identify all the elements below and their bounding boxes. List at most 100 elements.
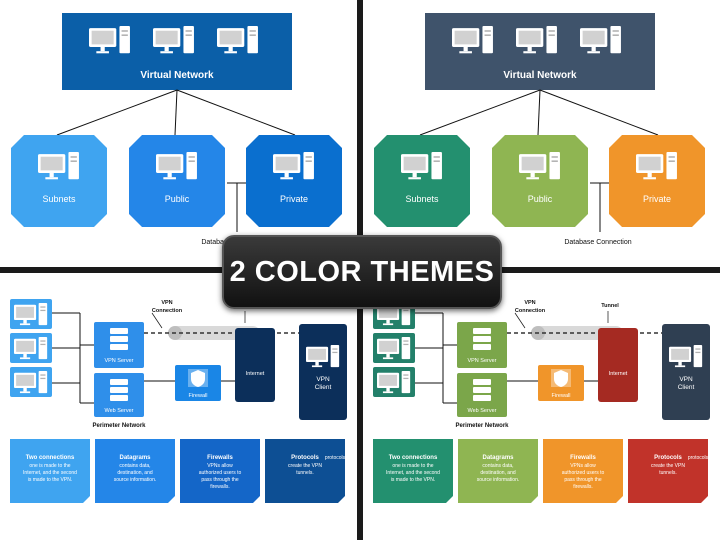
network-label-subnets: Subnets (405, 194, 439, 204)
tower (303, 152, 314, 180)
monitor-base (163, 177, 176, 180)
monitor-base (643, 177, 656, 180)
monitor-base (19, 323, 31, 326)
monitor-base (96, 51, 109, 54)
monitor-screen (377, 372, 400, 388)
monitor-screen (14, 372, 37, 388)
vpn-client-box (299, 324, 347, 420)
monitor-base (45, 177, 58, 180)
computer-icon (519, 152, 560, 180)
monitor-base (19, 357, 31, 360)
vpn-server-label: VPN Server (104, 358, 133, 364)
firewall-label: Firewall (552, 393, 571, 399)
network-label-public: Public (165, 194, 190, 204)
card-text: create the VPN (288, 463, 322, 469)
monitor-neck (315, 362, 319, 366)
monitor-neck (678, 362, 682, 366)
tower-slot (332, 348, 338, 350)
card-text: source information. (114, 477, 157, 483)
info-card-2 (458, 439, 538, 503)
card-text: tunnels. (296, 470, 314, 476)
network-box-private (246, 135, 342, 227)
tower-slot (695, 351, 701, 354)
tower-slot (433, 160, 440, 162)
connector-line (539, 89, 659, 136)
card-text: create the VPN (651, 463, 685, 469)
tower-slot (188, 156, 195, 158)
card-text: firewalls. (210, 484, 229, 490)
tower (330, 345, 340, 368)
connector-line (419, 89, 541, 136)
tower (401, 371, 411, 394)
computer-icon (156, 152, 197, 180)
monitor-neck (284, 173, 289, 178)
card-title: Firewalls (207, 455, 233, 461)
vpn-server-label: VPN Server (467, 358, 496, 364)
server-rack-icon (110, 328, 128, 334)
server-rack-icon (110, 344, 128, 350)
computer-icon (669, 345, 703, 368)
tower (247, 26, 258, 54)
tower-slot (403, 340, 409, 342)
internet-label: Internet (246, 371, 265, 377)
pointer-line (151, 312, 163, 329)
server-rack-icon (473, 344, 491, 350)
network-box-public (492, 135, 588, 227)
network-label-private: Private (280, 194, 308, 204)
tower-slot (305, 160, 312, 162)
monitor-inner (155, 30, 178, 45)
info-card-1 (373, 439, 453, 503)
tower-slot (40, 309, 46, 312)
vpn-connection-label: VPN (161, 300, 172, 306)
card-title: Protocols (654, 455, 682, 461)
monitor-screen (519, 154, 547, 173)
card-text: contains data, (482, 463, 513, 469)
connector-line (174, 89, 178, 136)
tower-slot (612, 34, 619, 36)
tower-slot (40, 377, 46, 380)
monitor-base (382, 391, 394, 394)
card-text: Internet, and the second (386, 470, 440, 476)
database-connection-label: Database Connection (564, 239, 631, 246)
monitor-neck (412, 173, 417, 178)
monitor-base (526, 177, 539, 180)
card-text: is made to the VPN. (391, 477, 435, 483)
computer-icon (452, 26, 493, 54)
vpn-connection-label: VPN (524, 300, 535, 306)
card-text: VPNs allow (207, 463, 233, 469)
vpn-client-label: VPN (679, 376, 693, 383)
monitor-screen (89, 28, 117, 47)
monitor-neck (23, 388, 27, 392)
monitor-base (382, 323, 394, 326)
tower-slot (551, 160, 558, 162)
monitor-base (587, 51, 600, 54)
tower-slot (188, 160, 195, 162)
perimeter-network-label: Perimeter Network (455, 423, 509, 429)
monitor-base (408, 177, 421, 180)
card-text: authorized users to (199, 470, 242, 476)
server-rack-icon (473, 379, 491, 385)
monitor-base (674, 365, 686, 368)
server-rack-icon (473, 336, 491, 342)
monitor-neck (23, 354, 27, 358)
monitor-inner (454, 30, 477, 45)
monitor-inner (403, 156, 426, 171)
tower-slot (551, 156, 558, 158)
server-rack-icon (110, 395, 128, 401)
monitor-inner (40, 156, 63, 171)
tower (482, 26, 493, 54)
tower-slot (40, 340, 46, 342)
monitor-screen (377, 338, 400, 354)
network-label-public: Public (528, 194, 553, 204)
tower-slot (70, 156, 77, 158)
card-text: destination, and (480, 470, 516, 476)
tower-slot (668, 160, 675, 162)
tower-slot (668, 156, 675, 158)
monitor-screen (38, 154, 66, 173)
internet-box (598, 328, 638, 402)
server-rack-icon (473, 328, 491, 334)
